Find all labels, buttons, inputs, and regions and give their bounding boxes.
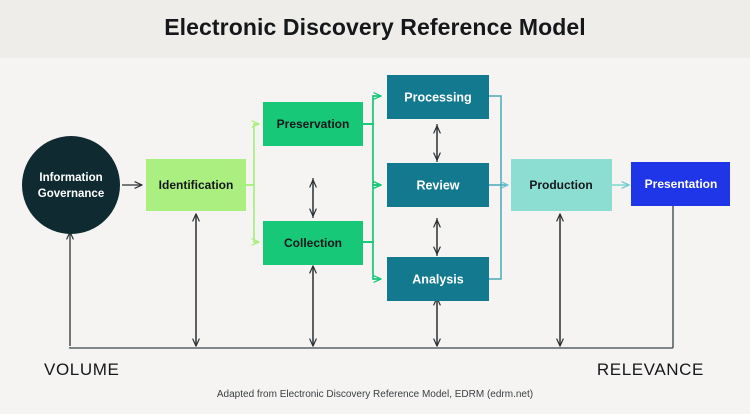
node-processing[interactable]: Processing xyxy=(387,75,489,119)
node-production[interactable]: Production xyxy=(511,159,612,211)
node-label-analysis: Analysis xyxy=(412,272,463,286)
connector-collection-branch xyxy=(363,185,381,279)
edrm-flow-diagram: Information Governance Identification Pr… xyxy=(0,58,750,414)
axis-label-volume: VOLUME xyxy=(44,360,119,379)
node-label-information-governance-line1: Information xyxy=(39,172,102,184)
flow-svg: Information Governance Identification Pr… xyxy=(22,75,730,400)
node-presentation[interactable]: Presentation xyxy=(631,162,730,206)
node-label-presentation: Presentation xyxy=(645,177,718,191)
node-information-governance[interactable]: Information Governance xyxy=(22,136,120,234)
node-label-processing: Processing xyxy=(404,90,471,104)
node-review[interactable]: Review xyxy=(387,163,489,207)
node-label-preservation: Preservation xyxy=(277,117,350,131)
node-label-identification: Identification xyxy=(159,178,234,192)
axis-label-relevance: RELEVANCE xyxy=(597,360,704,379)
node-analysis[interactable]: Analysis xyxy=(387,257,489,301)
connector-identification-branch xyxy=(246,124,259,242)
connector-processing-review-analysis-to-production xyxy=(489,95,508,280)
node-label-information-governance-line2: Governance xyxy=(38,188,104,200)
node-label-review: Review xyxy=(416,178,459,192)
connector-preservation-branch xyxy=(363,96,381,185)
node-label-collection: Collection xyxy=(284,236,342,250)
node-label-production: Production xyxy=(529,178,592,192)
page-title: Electronic Discovery Reference Model xyxy=(164,14,586,40)
node-collection[interactable]: Collection xyxy=(263,221,363,265)
source-caption: Adapted from Electronic Discovery Refere… xyxy=(217,389,533,400)
node-identification[interactable]: Identification xyxy=(146,159,246,211)
bottom-axis-rail xyxy=(69,347,673,349)
node-preservation[interactable]: Preservation xyxy=(263,102,363,146)
header-band xyxy=(0,0,750,58)
